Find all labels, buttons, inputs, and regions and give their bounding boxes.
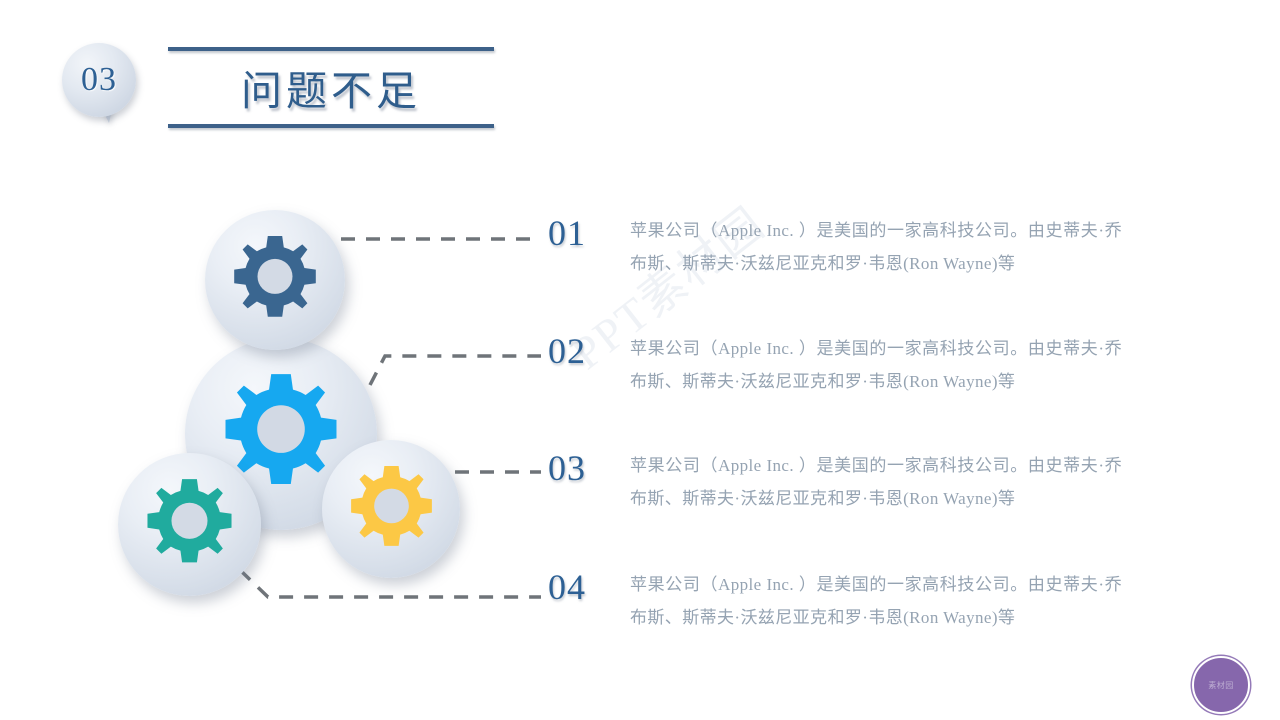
- badge-bubble-shape: [62, 43, 136, 117]
- gear-disc-top[interactable]: [205, 210, 345, 350]
- item-text-02: 苹果公司（Apple Inc. ）是美国的一家高科技公司。由史蒂夫·乔布斯、斯蒂…: [630, 339, 1122, 391]
- title-rule-bottom: [168, 124, 494, 128]
- blue-gear-icon: [225, 374, 337, 485]
- item-number-04: 04: [548, 567, 586, 607]
- watermark-logo-label: 素材园: [1208, 680, 1234, 690]
- page-title: 问题不足: [241, 68, 421, 114]
- item-text-04: 苹果公司（Apple Inc. ）是美国的一家高科技公司。由史蒂夫·乔布斯、斯蒂…: [630, 575, 1122, 627]
- item-number-03: 03: [548, 448, 586, 488]
- item-number-01: 01: [548, 213, 586, 253]
- section-number-badge: 03: [62, 43, 136, 123]
- item-text-01: 苹果公司（Apple Inc. ）是美国的一家高科技公司。由史蒂夫·乔布斯、斯蒂…: [630, 221, 1122, 273]
- dark-blue-gear-icon: [234, 236, 316, 317]
- item-number-02: 02: [548, 331, 586, 371]
- section-number-label: 03: [81, 61, 117, 98]
- page-title-block: 问题不足: [168, 47, 494, 128]
- title-rule-top: [168, 47, 494, 51]
- teal-gear-icon: [147, 479, 232, 563]
- watermark-logo-badge: 素材园: [1192, 656, 1250, 714]
- yellow-gear-icon: [350, 465, 432, 546]
- gear-disc-right[interactable]: [322, 440, 460, 578]
- gear-cluster: [100, 200, 500, 620]
- gear-disc-left[interactable]: [118, 453, 261, 596]
- item-text-03: 苹果公司（Apple Inc. ）是美国的一家高科技公司。由史蒂夫·乔布斯、斯蒂…: [630, 456, 1122, 508]
